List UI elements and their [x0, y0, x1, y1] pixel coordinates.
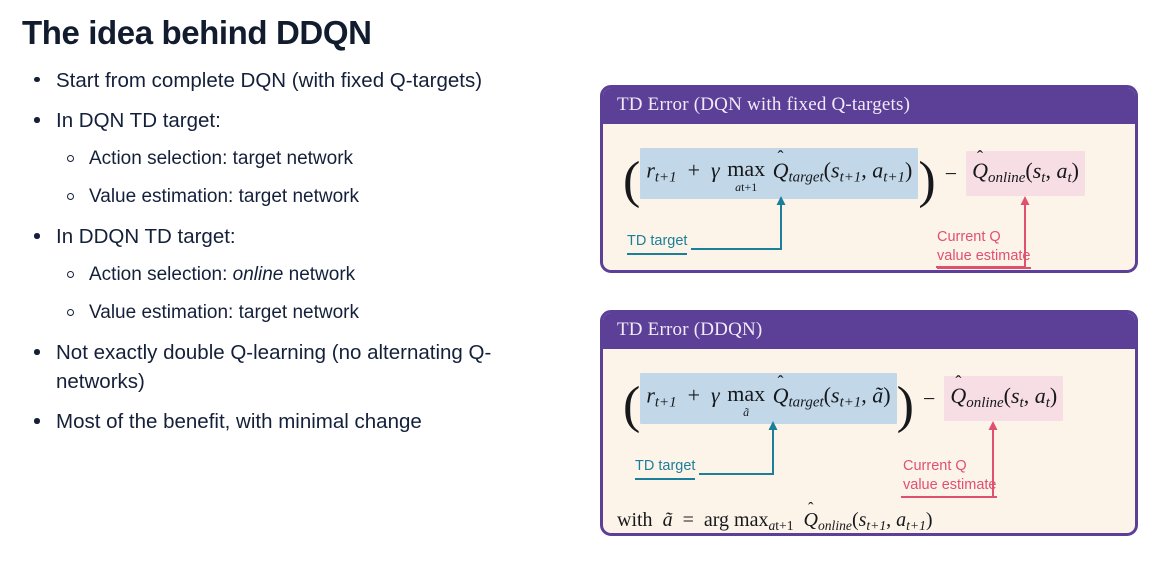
current-q-expression: ̂Qonline(st, at)	[966, 150, 1085, 197]
bullet-item: In DDQN TD target:	[22, 222, 578, 251]
formula-ddqn: ( rt+1 + γ max ã ̂Qtarget(st+1, ã) ) −…	[623, 373, 1121, 431]
td-error-dqn-card: TD Error (DQN with fixed Q-targets) ( rt…	[600, 85, 1138, 273]
with-clause-ddqn: with ã = arg maxat+1 ̂Qonline(st+1, at+…	[617, 509, 933, 533]
equals-symbol: =	[677, 509, 699, 531]
minus-operator: −	[944, 160, 958, 186]
sub-bullet-item: Value estimation: target network	[22, 300, 578, 327]
bullet-item: Most of the benefit, with minimal change	[22, 407, 578, 436]
bullet-item: In DQN TD target:	[22, 106, 578, 135]
annotation-current-q-line2: value estimate	[903, 476, 997, 499]
card-header-dqn: TD Error (DQN with fixed Q-targets)	[603, 88, 1135, 124]
minus-operator: −	[922, 385, 936, 411]
annotation-connectors-ddqn	[699, 421, 998, 498]
annotation-current-q-line2: value estimate	[937, 247, 1031, 270]
td-target-expression: rt+1 + γ max ã ̂Qtarget(st+1, ã)	[640, 373, 897, 424]
card-header-ddqn: TD Error (DDQN)	[603, 313, 1135, 349]
annotation-td-target-ddqn: TD target	[635, 457, 696, 480]
argmax-subscript: at+1	[768, 517, 794, 533]
sub-bullet-suffix: network	[283, 264, 356, 286]
bullet-item: Start from complete DQN (with fixed Q-ta…	[22, 66, 578, 95]
annotation-current-q-line1: Current Q	[937, 229, 1001, 245]
sub-bullet-item: Action selection: target network	[22, 146, 578, 173]
annotation-current-q-ddqn: Current Q value estimate	[903, 457, 997, 499]
bullet-item: Not exactly double Q-learning (no altern…	[22, 338, 578, 396]
formula-dqn: ( rt+1 + γ max at+1 ̂Qtarget(st+1, at+1)…	[623, 148, 1121, 206]
card-body-ddqn: ( rt+1 + γ max ã ̂Qtarget(st+1, ã) ) −…	[603, 349, 1135, 533]
sub-bullet-item-online: Action selection: online network	[22, 262, 578, 289]
annotation-current-q-dqn: Current Q value estimate	[937, 228, 1031, 270]
current-q-expression: ̂Qonline(st, at)	[944, 375, 1064, 422]
emphasis-online: online	[232, 264, 284, 286]
sub-bullet-prefix: Action selection:	[89, 264, 233, 286]
card-body-dqn: ( rt+1 + γ max at+1 ̂Qtarget(st+1, at+1)…	[603, 124, 1135, 270]
page-title: The idea behind DDQN	[22, 14, 372, 51]
with-keyword: with	[617, 509, 658, 531]
annotation-connectors-dqn	[691, 196, 1030, 268]
annotation-current-q-line1: Current Q	[903, 458, 967, 474]
bullet-list: Start from complete DQN (with fixed Q-ta…	[22, 66, 578, 437]
q-online-expression: ̂Qonline(st+1, at+1)	[803, 509, 933, 533]
td-error-ddqn-card: TD Error (DDQN) ( rt+1 + γ max ã ̂Qtarg…	[600, 310, 1138, 536]
sub-bullet-item: Value estimation: target network	[22, 184, 578, 211]
td-target-expression: rt+1 + γ max at+1 ̂Qtarget(st+1, at+1)	[640, 148, 919, 199]
a-tilde-symbol: ã	[662, 509, 673, 531]
argmax-operator: arg max	[703, 509, 769, 531]
annotation-td-target-dqn: TD target	[627, 232, 688, 255]
slide-content-left: The idea behind DDQN Start from complete…	[22, 14, 578, 447]
